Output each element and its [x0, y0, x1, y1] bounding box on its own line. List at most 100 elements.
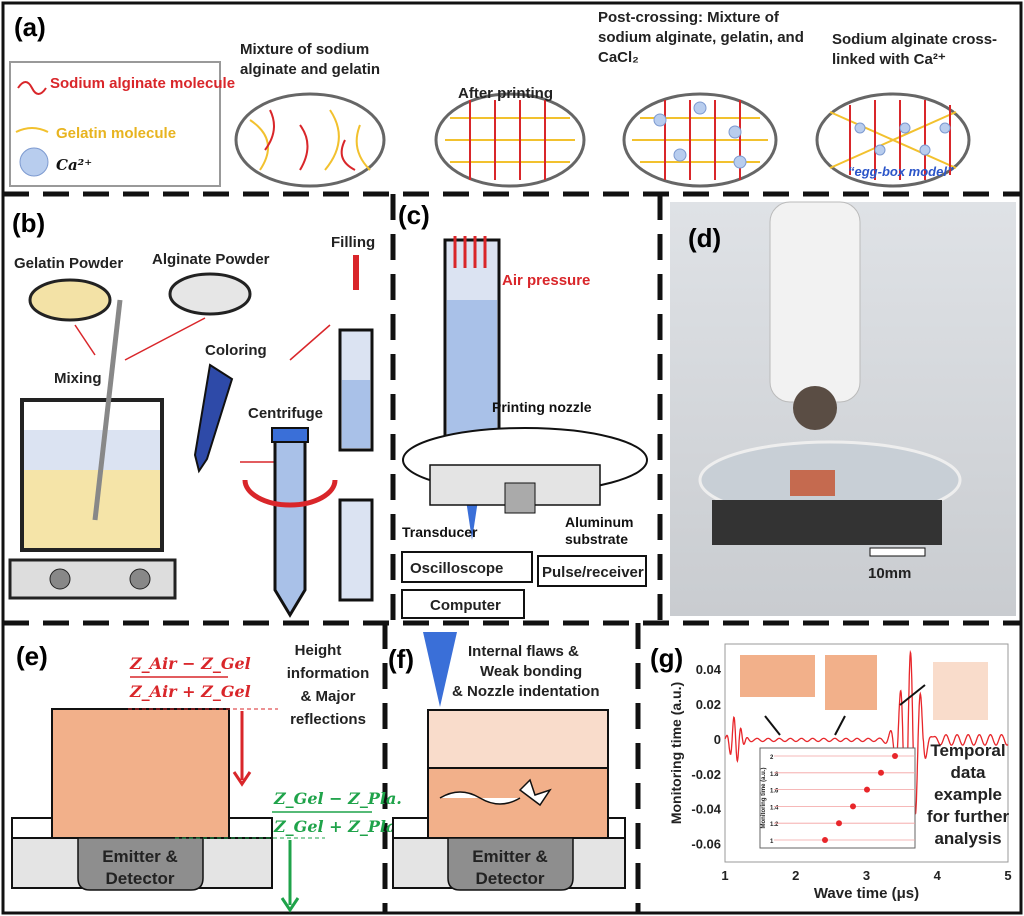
photo-printhead [769, 201, 861, 403]
scale-label: 10mm [868, 565, 911, 582]
inset-y-tick: 2 [770, 755, 774, 761]
air-pressure-arrows [453, 236, 487, 268]
photo-nozzle [793, 386, 837, 430]
inset-echo [892, 753, 898, 759]
mixing-label: Mixing [54, 370, 102, 387]
transducer [504, 482, 536, 514]
e-device-label: Emitter &Detector [102, 847, 178, 888]
panel-f-label: (f) [388, 644, 414, 674]
inset-y-tick: 1.6 [770, 789, 779, 795]
x-tick-label: 2 [792, 868, 799, 883]
f-flaw-waves [439, 778, 552, 807]
arrows-b [74, 317, 331, 463]
coloring-label: Coloring [205, 342, 267, 359]
y-axis-label: Monitoring time (a.u.) [668, 682, 684, 824]
panel-e-label: (e) [16, 641, 48, 671]
x-axis-label: Wave time (μs) [814, 885, 919, 902]
gelatin-powder-label: Gelatin Powder [14, 255, 123, 272]
inset-echo [864, 786, 870, 793]
stage-4-title: Sodium alginate cross-linked with Ca²⁺ [832, 31, 998, 68]
flaw-inset-1 [740, 655, 815, 697]
inset-y-tick: 1 [770, 839, 774, 845]
x-tick-label: 4 [934, 868, 942, 883]
stage-3-title-wrap: Post-crossing: Mixture of sodium alginat… [598, 9, 804, 66]
centrifuge-tube [273, 438, 307, 618]
inset-y-label: Monitoring time (a.u.) [761, 768, 767, 829]
nozzle-label: Printing nozzle [492, 399, 592, 415]
photo-print [790, 470, 835, 496]
pulse-receiver-label: Pulse/receiver [542, 564, 644, 581]
inset-echo [878, 769, 884, 776]
stage-4-title-wrap: Sodium alginate cross-linked with Ca²⁺ [832, 31, 998, 68]
panel-g-label: (g) [650, 643, 683, 673]
legend-gelatin: Gelatin molecule [56, 125, 176, 142]
x-tick-label: 5 [1004, 868, 1011, 883]
waveform-chart: 2 1.8 1.6 1.4 1.2 1 Monitoring time (a.u.) 1 2 3 4… [668, 643, 1012, 902]
eq1-denominator: Z_Air + Z_Gel [129, 682, 251, 701]
panel-c-label: (c) [398, 200, 430, 230]
transducer-label: Transducer [402, 524, 478, 540]
beaker-liquid [24, 470, 160, 548]
computer-label: Computer [430, 597, 501, 614]
eq1-numerator: Z_Air − Z_Gel [129, 654, 251, 673]
stage-3-title: Post-crossing: Mixture of sodium alginat… [598, 9, 804, 66]
eq2-numerator: Z_Gel − Z_Pla. [273, 789, 402, 808]
f-emitter [447, 837, 574, 891]
oscilloscope-label: Oscilloscope [410, 560, 503, 577]
x-tick-label: 1 [721, 868, 728, 883]
f-nozzle [423, 632, 457, 707]
computer-box [401, 589, 525, 619]
y-tick-label: -0.02 [691, 767, 721, 782]
stirrer-knob [49, 568, 71, 590]
y-tick-label: -0.06 [691, 837, 721, 852]
arrow-icon [764, 715, 781, 736]
egg-box-label: “egg-box model” [848, 164, 954, 179]
flaw-inset-2 [825, 655, 877, 710]
stage-2-title: After printing [458, 85, 553, 102]
alginate-icon [17, 81, 47, 95]
alginate-powder-label: Alginate Powder [152, 251, 270, 268]
f-top-layer [427, 709, 609, 769]
f-note: Internal flaws &Weak bonding& Nozzle ind… [452, 643, 600, 700]
panel-d-label: (d) [688, 223, 721, 253]
inset-y-tick: 1.4 [770, 805, 779, 811]
centrifuge-label: Centrifuge [248, 405, 323, 422]
y-tick-label: 0.04 [696, 662, 722, 677]
photo-base [712, 500, 942, 545]
gelatin-icon [15, 127, 49, 133]
pulse-receiver-box [537, 555, 647, 587]
inset-plot [759, 747, 916, 849]
inset-y-tick: 1.2 [770, 822, 779, 828]
aluminum-label: Aluminum substrate [565, 514, 634, 547]
inset-y-tick: 1.8 [770, 772, 779, 778]
filling-label: Filling [331, 234, 375, 251]
stirrer-knob [129, 568, 151, 590]
rotation-arrow-icon [242, 479, 338, 508]
stage-ellipses [234, 92, 971, 188]
calcium-icon [19, 147, 49, 177]
arrow-icon [834, 715, 846, 736]
arrow-icon [899, 684, 926, 706]
e-emitter [77, 837, 204, 891]
inset-echo [850, 803, 856, 810]
panel-dividers [3, 191, 1021, 913]
e-gel-block [51, 708, 230, 839]
inset-echo [822, 837, 828, 843]
tube-cap [271, 427, 309, 443]
alginate-powder-dish [168, 272, 252, 316]
panel-a-label: (a) [14, 12, 46, 42]
eq2-denominator: Z_Gel + Z_Pla. [273, 817, 402, 836]
f-bottom-layer [427, 767, 609, 839]
red-arrowhead-icon [232, 771, 252, 787]
dropper [193, 363, 234, 474]
inset-echo [836, 820, 842, 827]
scale-bar [869, 547, 926, 557]
waveform-series [724, 649, 1009, 817]
printing-nozzle [466, 500, 478, 540]
x-tick-label: 3 [863, 868, 870, 883]
